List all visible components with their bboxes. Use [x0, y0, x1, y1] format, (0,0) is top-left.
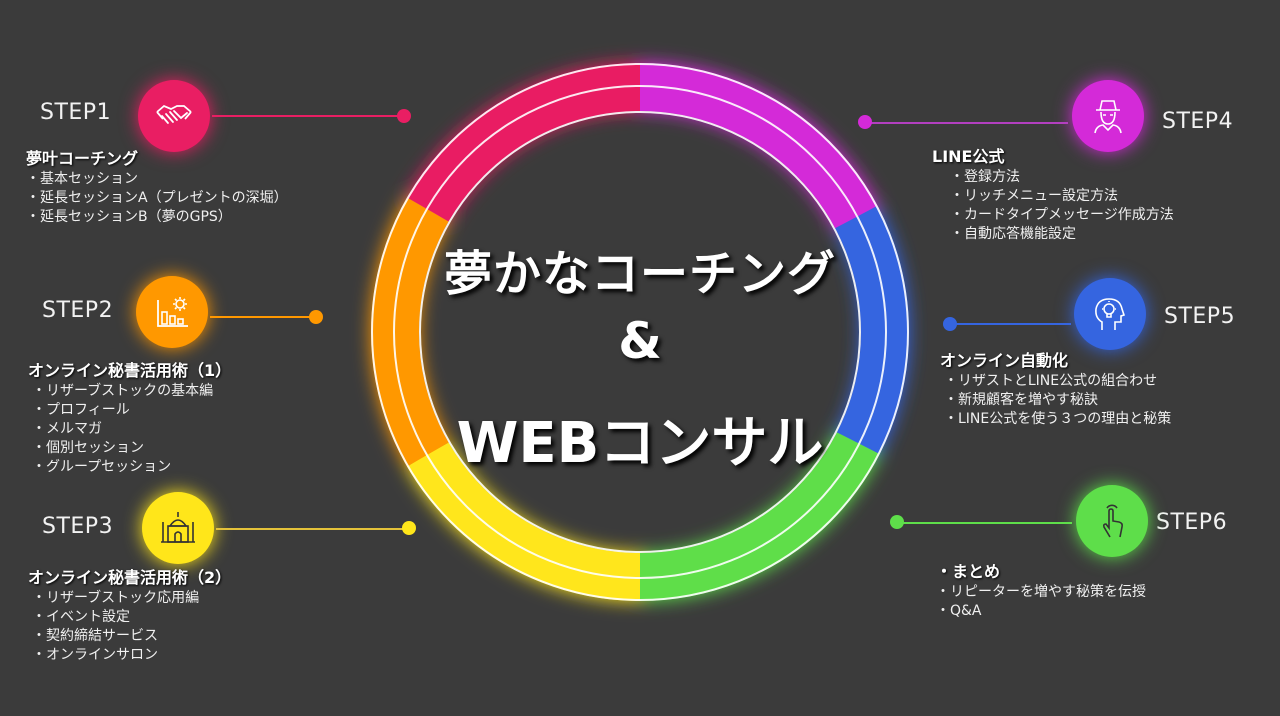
step1-label: STEP1: [40, 100, 112, 125]
step2-heading: オンライン秘書活用術（1）: [28, 361, 232, 380]
step1-heading: 夢叶コーチング: [26, 149, 139, 168]
step6-content: ・まとめ リピーターを増やす秘策を伝授 Q&A: [936, 561, 1146, 621]
step3-item: オンラインサロン: [32, 646, 231, 665]
step6-item: Q&A: [936, 602, 1146, 621]
step1-content: 夢叶コーチング 基本セッション 延長セッションA（プレゼントの深堀） 延長セッシ…: [26, 148, 288, 227]
ring-segment-step4: [639, 63, 878, 229]
step3-item: イベント設定: [32, 608, 231, 627]
step3-content: オンライン秘書活用術（2） リザーブストック応用編 イベント設定 契約締結サービ…: [28, 567, 231, 665]
step6-label: STEP6: [1156, 510, 1228, 535]
step1-connector: [212, 115, 404, 117]
step5-item: LINE公式を使う３つの理由と秘策: [944, 410, 1171, 429]
ring-segment-step6: [639, 432, 880, 601]
step5-connector: [955, 323, 1071, 325]
step4-item: 登録方法: [950, 168, 1174, 187]
step6-heading: ・まとめ: [936, 562, 1001, 581]
step5-item: リザストとLINE公式の組合わせ: [944, 372, 1171, 391]
detective-icon: [1094, 100, 1122, 134]
step2-connector: [210, 316, 314, 318]
step3-label: STEP3: [42, 514, 114, 539]
step5-heading: オンライン自動化: [940, 351, 1069, 370]
center-title-line1: 夢かなコーチング: [443, 246, 836, 302]
ring-segment-step3: [407, 442, 641, 601]
step6-connector: [902, 522, 1072, 524]
ring-segment-step2: [371, 197, 449, 467]
touch-hand-icon: [1102, 504, 1123, 538]
step3-badge: [142, 492, 214, 564]
step6-item: リピーターを増やす秘策を伝授: [936, 583, 1146, 602]
mosque-icon: [161, 512, 195, 543]
ring-segment-step1: [407, 63, 641, 222]
step4-dot: [858, 115, 872, 129]
step2-badge: [136, 276, 208, 348]
step2-item: リザーブストックの基本編: [32, 382, 231, 401]
handshake-icon: [156, 104, 192, 124]
step3-connector: [216, 528, 406, 530]
step6-badge: [1076, 485, 1148, 557]
step2-item: メルマガ: [32, 420, 231, 439]
step3-item: 契約締結サービス: [32, 627, 231, 646]
step2-item: プロフィール: [32, 401, 231, 420]
center-title-ampersand: &: [618, 312, 662, 370]
step4-badge: [1072, 80, 1144, 152]
step5-content: オンライン自動化 リザストとLINE公式の組合わせ 新規顧客を増やす秘訣 LIN…: [940, 350, 1171, 429]
step3-item: リザーブストック応用編: [32, 589, 231, 608]
step2-item: 個別セッション: [32, 439, 231, 458]
step4-content: LINE公式 登録方法 リッチメニュー設定方法 カードタイプメッセージ作成方法 …: [932, 146, 1174, 244]
step4-item: リッチメニュー設定方法: [950, 187, 1174, 206]
step3-heading: オンライン秘書活用術（2）: [28, 568, 232, 587]
ring-segment-step5: [834, 205, 909, 455]
step2-item: グループセッション: [32, 458, 231, 477]
step4-item: 自動応答機能設定: [950, 225, 1174, 244]
step5-label: STEP5: [1164, 304, 1236, 329]
step4-connector: [868, 122, 1068, 124]
step4-heading: LINE公式: [932, 147, 1005, 166]
head-lightbulb-icon: [1095, 298, 1126, 330]
step2-dot: [309, 310, 323, 324]
step4-label: STEP4: [1162, 109, 1234, 134]
step5-dot: [943, 317, 957, 331]
step5-item: 新規顧客を増やす秘訣: [944, 391, 1171, 410]
bar-chart-gear-icon: [157, 297, 188, 327]
step2-label: STEP2: [42, 298, 114, 323]
step1-badge: [138, 80, 210, 152]
step1-dot: [397, 109, 411, 123]
step1-item: 延長セッションB（夢のGPS）: [26, 208, 288, 227]
step3-dot: [402, 521, 416, 535]
step4-item: カードタイプメッセージ作成方法: [950, 206, 1174, 225]
step1-item: 延長セッションA（プレゼントの深堀）: [26, 189, 288, 208]
step1-item: 基本セッション: [26, 170, 288, 189]
step2-content: オンライン秘書活用術（1） リザーブストックの基本編 プロフィール メルマガ 個…: [28, 360, 231, 477]
step5-badge: [1074, 278, 1146, 350]
center-title-line2: WEBコンサル: [456, 411, 824, 476]
step6-dot: [890, 515, 904, 529]
